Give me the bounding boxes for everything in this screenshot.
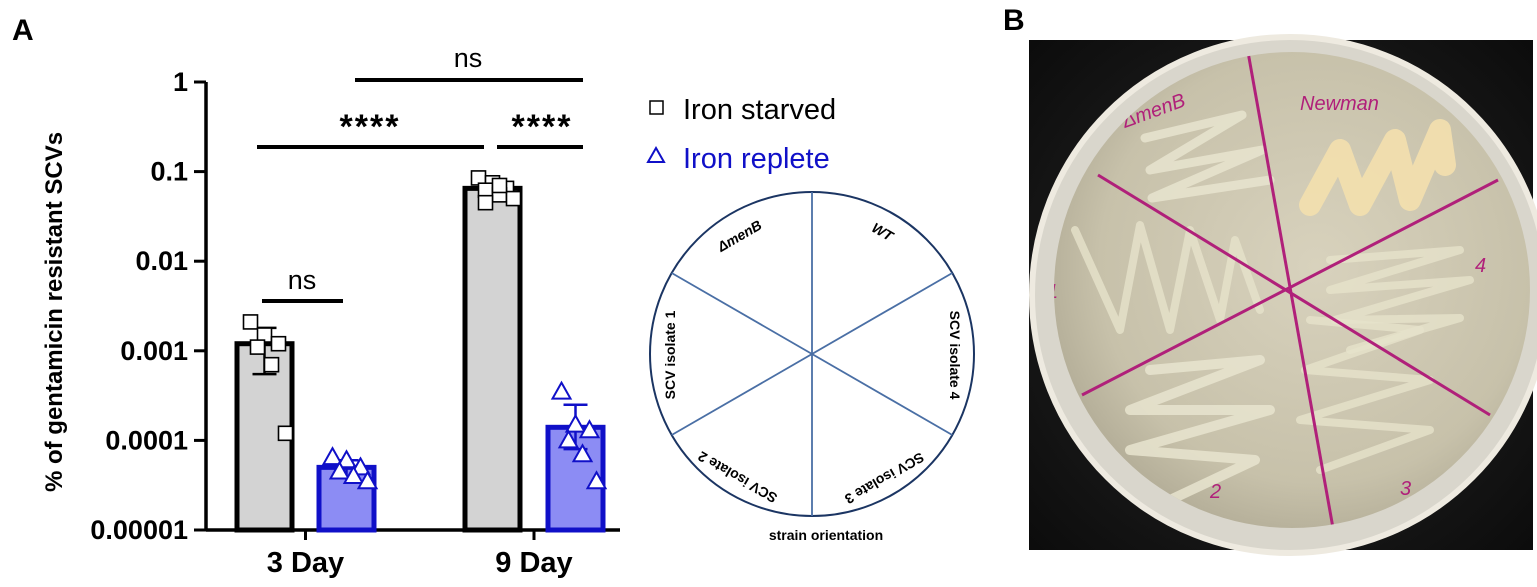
significance-brackets: ns **** **** ns xyxy=(257,43,583,303)
plate-label-newman: Newman xyxy=(1300,93,1379,115)
data-point-triangle xyxy=(578,419,601,439)
x-category-label: 9 Day xyxy=(495,547,572,579)
streak-2 xyxy=(1125,355,1275,505)
data-point-square xyxy=(249,339,266,355)
data-point-triangle xyxy=(342,465,365,485)
x-category-label: 3 Day xyxy=(267,547,344,579)
data-point-square xyxy=(491,177,508,194)
plate-label-3: 3 xyxy=(1400,478,1411,500)
data-point-triangle xyxy=(564,413,587,433)
plate-label-4: 4 xyxy=(1475,255,1486,277)
y-tick-label: 0.1 xyxy=(150,157,188,187)
data-point-square xyxy=(277,425,294,442)
streak-menb xyxy=(1140,110,1275,203)
sig-label-9day: **** xyxy=(512,108,573,146)
sig-label-3day: ns xyxy=(288,265,317,295)
data-point-triangle xyxy=(335,449,358,469)
streak-newman xyxy=(1299,119,1456,216)
y-axis-title: % of gentamicin resistant SCVs xyxy=(41,132,68,492)
y-tick-label: 0.01 xyxy=(135,246,188,276)
strain-orientation-wheel: ΔmenB WT SCV isolate 4 SCV isolate 3 SCV… xyxy=(649,191,975,543)
streak-4 xyxy=(1326,246,1474,354)
data-point-triangle xyxy=(550,380,573,400)
data-point-triangle xyxy=(585,470,608,490)
data-point-square xyxy=(505,190,522,207)
plate-label-2: 2 xyxy=(1209,481,1221,503)
wheel-spoke xyxy=(671,272,953,436)
data-point-square xyxy=(263,356,280,373)
data-points xyxy=(242,170,608,490)
data-point-triangle xyxy=(356,470,379,490)
wheel-label-scv1: SCV isolate 1 xyxy=(662,310,678,399)
legend: Iron starved Iron replete xyxy=(646,94,836,175)
sig-label-replete: ns xyxy=(454,43,483,73)
agar-plate-photo: ΔmenB Newman 4 3 2 1 xyxy=(1029,34,1537,556)
legend-label-starved: Iron starved xyxy=(683,94,836,126)
data-point-square xyxy=(477,194,494,211)
bar xyxy=(462,185,523,533)
wheel-label-scv4: SCV isolate 4 xyxy=(947,311,963,400)
data-point-square xyxy=(270,335,287,352)
plate-divider xyxy=(1246,52,1335,528)
data-point-triangle xyxy=(328,460,351,480)
plate-divider xyxy=(1097,173,1491,417)
plate-divider-lines xyxy=(1081,52,1499,528)
data-point-triangle xyxy=(557,429,580,449)
error-bars xyxy=(252,179,588,480)
y-tick-label: 0.0001 xyxy=(105,425,188,455)
panel-label-b: B xyxy=(1003,4,1025,37)
legend-square-symbol xyxy=(649,100,664,115)
data-point-triangle xyxy=(571,443,594,463)
x-categories: 3 Day 9 Day xyxy=(267,530,573,579)
data-point-square xyxy=(242,314,259,330)
wheel-caption: strain orientation xyxy=(769,527,883,543)
y-tick-label: 0.00001 xyxy=(90,515,188,545)
streak-1 xyxy=(1071,221,1264,334)
bars xyxy=(234,185,606,533)
y-tick-label: 1 xyxy=(173,67,188,97)
sig-label-starved: **** xyxy=(340,108,401,146)
y-tick-label: 0.001 xyxy=(120,336,188,366)
legend-triangle-symbol xyxy=(646,145,666,163)
legend-label-replete: Iron replete xyxy=(683,143,830,175)
data-point-triangle xyxy=(321,446,344,466)
plate-divider xyxy=(1081,178,1499,397)
panel-label-a: A xyxy=(12,14,34,47)
plate-label-1: 1 xyxy=(1047,281,1058,303)
y-ticks: 0.00001 0.0001 0.001 0.01 0.1 1 xyxy=(90,67,206,545)
